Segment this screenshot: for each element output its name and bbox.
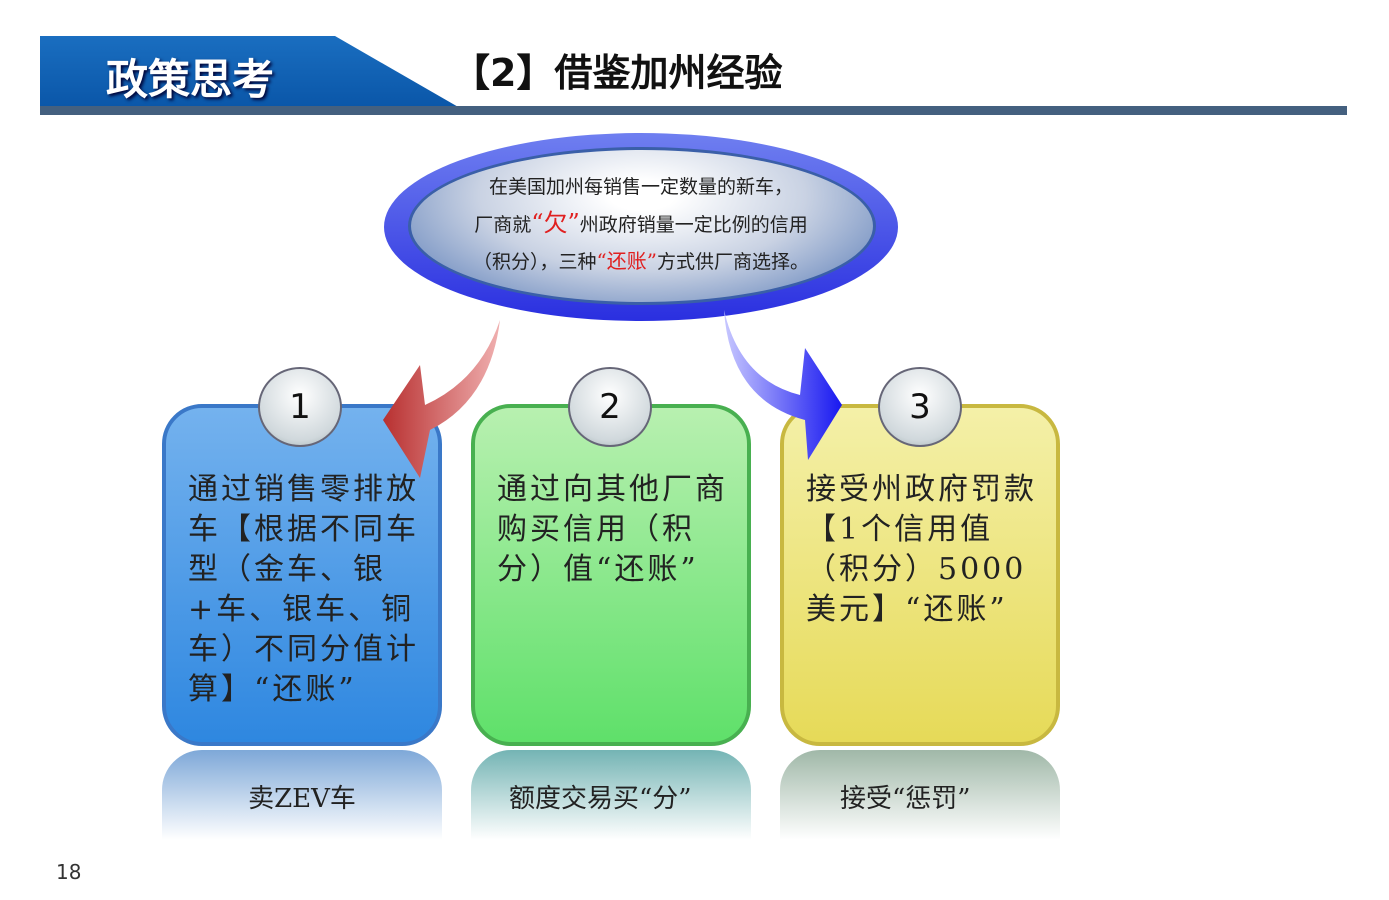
option-box-2: 通过向其他厂商购买信用（积分）值“还账” [471,404,751,746]
option-box-3: 接受州政府罚款【1个信用值（积分）5000美元】“还账” [780,404,1060,746]
slide-title: 【2】借鉴加州经验 [452,51,783,95]
right-curved-arrow-icon [724,310,842,460]
section-label: 政策思考 [106,55,275,104]
summary-ellipse: 在美国加州每销售一定数量的新车， 厂商就“欠”州政府销量一定比例的信用 （积分）… [384,133,898,321]
left-curved-arrow-icon [383,320,500,478]
page-number: 18 [56,860,82,884]
option-box-1: 通过销售零排放车【根据不同车型（金车、银+车、银车、铜车）不同分值计算】“还账” [162,404,442,746]
option-number-1: 1 [258,367,342,447]
option-number-2: 2 [568,367,652,447]
option-caption-1: 卖ZEV车 [162,750,442,850]
option-caption-2: 额度交易买“分” [471,750,751,850]
option-caption-3: 接受“惩罚” [780,750,1060,850]
summary-text: 在美国加州每销售一定数量的新车， 厂商就“欠”州政府销量一定比例的信用 （积分）… [473,176,809,273]
header-divider [40,106,1347,115]
option-number-3: 3 [878,367,962,447]
